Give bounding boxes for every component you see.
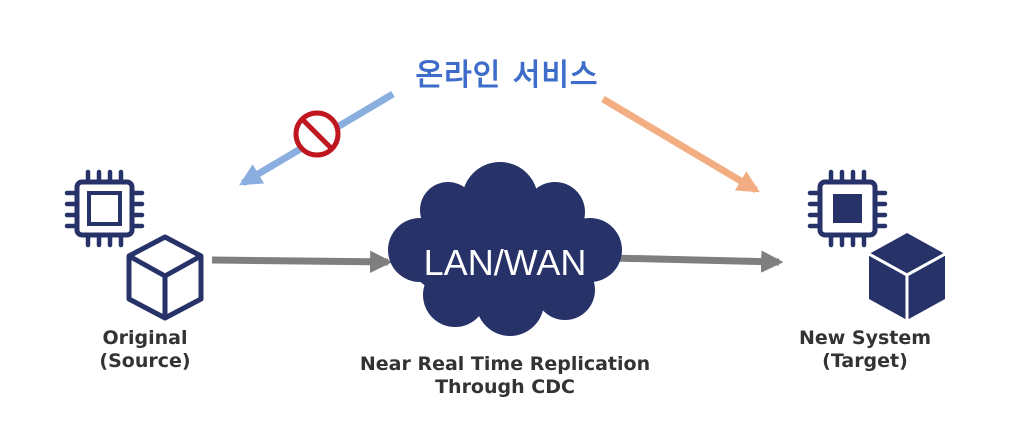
cloud-icon: [388, 162, 622, 336]
source-label: Original (Source): [40, 327, 250, 373]
prohibited-icon: [293, 110, 341, 158]
target-chip-icon: [807, 169, 888, 248]
network-to-target-arrow: [611, 250, 784, 273]
source-label-line2: (Source): [99, 350, 191, 372]
source-chip-icon: [64, 169, 145, 248]
source-label-line1: Original: [102, 327, 188, 349]
source-to-network-arrow: [211, 250, 393, 273]
target-label: New System (Target): [760, 327, 970, 373]
network-label: LAN/WAN: [423, 242, 587, 283]
replication-label: Near Real Time Replication Through CDC: [300, 353, 710, 399]
target-label-line2: (Target): [822, 350, 908, 372]
replication-label-line1: Near Real Time Replication: [359, 353, 651, 375]
target-label-line1: New System: [798, 327, 932, 349]
target-cube-icon: [868, 233, 946, 320]
allowed-arrow: [601, 95, 760, 194]
source-cube-icon: [126, 234, 204, 321]
online-service-title: 온라인 서비스: [415, 58, 599, 93]
replication-label-line2: Through CDC: [435, 376, 575, 398]
